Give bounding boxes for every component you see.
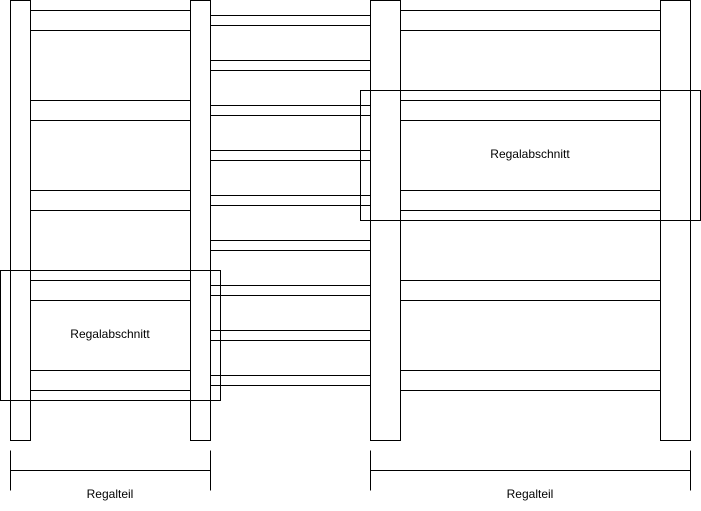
- upright-post-1: [10, 0, 31, 441]
- shelf-part-bracket-left: [10, 450, 211, 491]
- shelf-part-label-left: Regalteil: [87, 487, 134, 501]
- right-shelf-beams: [400, 10, 661, 391]
- upright-post-2: [190, 0, 211, 441]
- left-shelf-beams: [30, 10, 191, 391]
- shelf-part-label-right: Regalteil: [507, 487, 554, 501]
- shelf-part-bracket-right: [370, 450, 691, 491]
- middle-shelf-beams: [210, 15, 371, 386]
- shelf-section-label-left: Regalabschnitt: [70, 327, 150, 341]
- shelf-section-label-right: Regalabschnitt: [490, 147, 570, 161]
- shelf-section-box-left: [0, 270, 221, 401]
